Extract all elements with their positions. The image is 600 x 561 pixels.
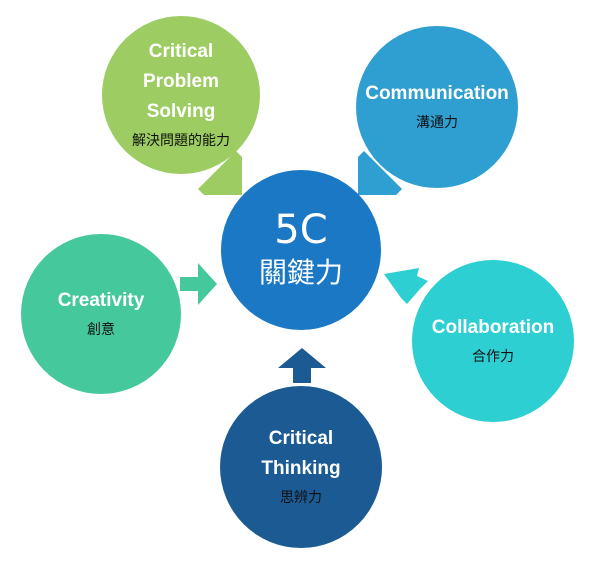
node-subtitle: 思辨力 bbox=[280, 490, 322, 506]
center-node-5c: 5C 關鍵力 bbox=[221, 170, 381, 330]
arrow-collaboration bbox=[384, 268, 428, 304]
node-subtitle: 溝通力 bbox=[416, 115, 458, 131]
arrow-creativity bbox=[180, 263, 217, 305]
node-collaboration: Collaboration 合作力 bbox=[412, 260, 574, 422]
center-title: 5C bbox=[274, 207, 328, 253]
node-subtitle: 合作力 bbox=[472, 349, 514, 365]
node-title: Creativity bbox=[57, 290, 145, 311]
arrow-thinking bbox=[278, 348, 326, 383]
center-subtitle: 關鍵力 bbox=[258, 256, 343, 289]
node-title: Communication bbox=[365, 83, 509, 104]
node-critical-problem-solving: Critical Problem Solving 解決問題的能力 bbox=[102, 16, 260, 174]
node-title: Collaboration bbox=[431, 317, 555, 338]
node-critical-thinking: Critical Thinking 思辨力 bbox=[220, 386, 382, 548]
node-communication: Communication 溝通力 bbox=[356, 26, 518, 188]
node-creativity: Creativity 創意 bbox=[21, 234, 181, 394]
node-subtitle: 創意 bbox=[87, 322, 115, 338]
node-subtitle: 解決問題的能力 bbox=[132, 133, 230, 149]
node-title: Critical Problem Solving bbox=[142, 41, 220, 122]
node-title: Critical Thinking bbox=[261, 428, 341, 479]
